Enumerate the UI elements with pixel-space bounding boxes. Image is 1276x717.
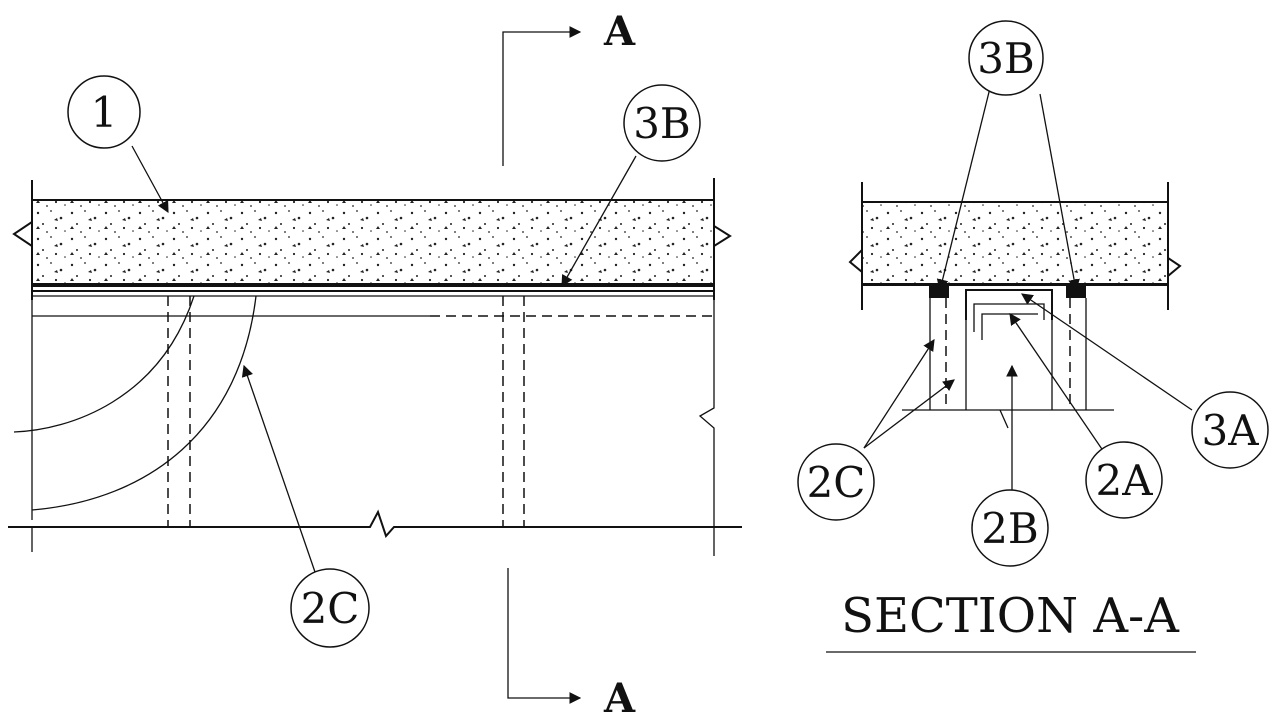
- svg-text:2A: 2A: [1095, 456, 1153, 505]
- svg-text:3B: 3B: [977, 34, 1035, 83]
- section-concrete-slab: [861, 201, 1169, 285]
- callout-2a: 2A: [1085, 441, 1163, 519]
- callout-2b: 2B: [971, 489, 1049, 567]
- section-marker-top: A: [603, 8, 636, 55]
- callout-3b-section: 3B: [968, 20, 1044, 96]
- svg-text:3A: 3A: [1201, 406, 1259, 455]
- leaders-section: [863, 87, 1193, 490]
- concrete-slab: [31, 199, 715, 285]
- svg-text:3B: 3B: [633, 99, 691, 148]
- callout-1: 1: [67, 75, 141, 149]
- section-title: SECTION A-A: [841, 588, 1180, 644]
- callout-2c-elevation: 2C: [290, 568, 370, 648]
- svg-text:2B: 2B: [981, 504, 1039, 553]
- svg-text:2C: 2C: [301, 584, 360, 633]
- svg-text:2C: 2C: [807, 458, 866, 507]
- section-cut-line: [502, 26, 582, 704]
- svg-text:1: 1: [91, 88, 118, 137]
- callout-2c-section: 2C: [797, 443, 875, 521]
- section-view: [848, 182, 1182, 429]
- elevation-view: [8, 178, 742, 556]
- leaders-elevation: [131, 145, 637, 573]
- callout-3a: 3A: [1191, 391, 1269, 469]
- callout-3b-elevation: 3B: [623, 84, 701, 162]
- sealant-right: [1066, 284, 1086, 298]
- section-marker-bottom: A: [603, 675, 636, 717]
- sealant-left: [929, 284, 949, 298]
